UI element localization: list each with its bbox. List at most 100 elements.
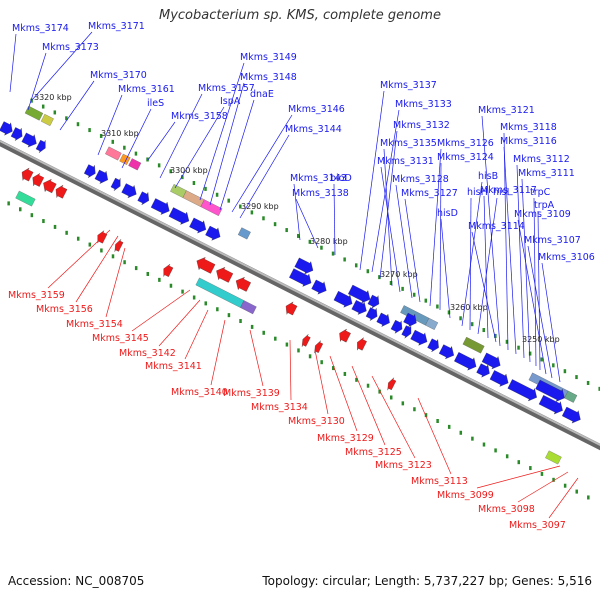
tick-dot [42, 219, 45, 224]
forward-gene-label[interactable]: hisH [467, 187, 488, 198]
forward-gene-label[interactable]: Mkms_3109 [514, 209, 571, 220]
reverse-gene-label[interactable]: Mkms_3139 [223, 388, 280, 399]
forward-leader-line [199, 62, 245, 201]
forward-gene-label[interactable]: Mkms_3161 [118, 84, 175, 95]
reverse-gene-label[interactable]: Mkms_3123 [375, 460, 432, 471]
forward-gene-label[interactable]: IspA [220, 96, 241, 107]
forward-gene-label[interactable]: Mkms_3138 [292, 188, 349, 199]
forward-gene-label[interactable]: Mkms_3128 [392, 174, 449, 185]
tick-dot [30, 213, 34, 218]
forward-gene-label[interactable]: Mkms_3114 [468, 221, 525, 232]
forward-gene-label[interactable]: dnaE [250, 89, 274, 100]
cog-block [237, 227, 251, 240]
forward-gene-label[interactable]: Mkms_3116 [500, 136, 557, 147]
tick-dot [76, 122, 80, 127]
tick-dot [227, 313, 231, 318]
forward-leader-line [517, 219, 547, 375]
tick-dot [528, 351, 532, 356]
cog-block [15, 190, 36, 207]
forward-gene-label[interactable]: Mkms_3121 [478, 105, 535, 116]
reverse-gene-label[interactable]: Mkms_3142 [119, 348, 176, 359]
kbp-tick-label: 3310 kbp [101, 129, 139, 138]
forward-leader-line [380, 166, 401, 293]
forward-gene [476, 363, 490, 378]
forward-leader-line [429, 148, 442, 307]
reverse-labels: Mkms_3159Mkms_3156Mkms_3154Mkms_3145Mkms… [8, 290, 566, 531]
forward-gene [454, 352, 477, 371]
forward-gene [189, 217, 207, 234]
forward-gene-label[interactable]: Mkms_3157 [198, 83, 255, 94]
forward-leader-line [477, 197, 498, 335]
forward-leader-line [295, 198, 319, 249]
reverse-gene-label[interactable]: Mkms_3113 [411, 476, 468, 487]
forward-gene-label[interactable]: Mkms_3174 [12, 23, 69, 34]
forward-gene-label[interactable]: hisD [437, 208, 458, 219]
forward-gene-label[interactable]: bioD [330, 173, 352, 184]
tick-dot [413, 407, 416, 412]
forward-gene [205, 225, 221, 241]
tick-dot [297, 348, 300, 353]
forward-gene [427, 338, 439, 353]
forward-gene-label[interactable]: Mkms_3149 [240, 52, 297, 63]
forward-leader-line [439, 162, 442, 311]
genes-layer [0, 121, 581, 424]
forward-gene-label[interactable]: Mkms_3126 [437, 138, 494, 149]
forward-gene-label[interactable]: trpC [530, 187, 551, 198]
forward-gene-label[interactable]: Mkms_3170 [90, 70, 147, 81]
reverse-gene-label[interactable]: Mkms_3129 [317, 433, 374, 444]
forward-gene-label[interactable]: Mkms_3133 [395, 99, 452, 110]
forward-gene-label[interactable]: Mkms_3112 [513, 154, 570, 165]
forward-gene-label[interactable]: Mkms_3137 [380, 80, 437, 91]
forward-gene-label[interactable]: Mkms_3173 [42, 42, 99, 53]
forward-gene-label[interactable]: Mkms_3106 [538, 252, 595, 263]
forward-gene-label[interactable]: trpA [534, 200, 555, 211]
forward-gene-label[interactable]: Mkms_3118 [500, 122, 557, 133]
forward-gene-label[interactable]: Mkms_3143 [290, 173, 347, 184]
reverse-gene [235, 276, 251, 292]
forward-gene-label[interactable]: Mkms_3171 [88, 21, 145, 32]
forward-gene-label[interactable]: Mkms_3132 [393, 120, 450, 131]
forward-gene-label[interactable]: Mkms_3107 [524, 235, 581, 246]
cog-block [128, 158, 142, 171]
forward-gene-label[interactable]: Mkms_3117 [480, 185, 537, 196]
reverse-gene-label[interactable]: Mkms_3145 [92, 333, 149, 344]
tick-dot [332, 366, 335, 371]
forward-gene-label[interactable]: Mkms_3146 [288, 104, 345, 115]
reverse-gene-label[interactable]: Mkms_3134 [251, 402, 308, 413]
reverse-gene-label[interactable]: Mkms_3130 [288, 416, 345, 427]
reverse-gene-label[interactable]: Mkms_3156 [36, 304, 93, 315]
forward-gene-label[interactable]: Mkms_3158 [171, 111, 228, 122]
reverse-leader-line [371, 375, 416, 459]
forward-gene-label[interactable]: Mkms_3127 [401, 188, 458, 199]
reverse-leader-line [351, 365, 386, 446]
reverse-gene-label[interactable]: Mkms_3154 [66, 319, 123, 330]
forward-leader-line [521, 178, 531, 363]
cog-block [105, 146, 122, 161]
tick-dot [482, 442, 486, 447]
reverse-gene-label[interactable]: Mkms_3097 [509, 520, 566, 531]
forward-gene-label[interactable]: hisI [493, 187, 509, 198]
tick-dot [412, 292, 416, 297]
tick-dot [529, 466, 532, 471]
forward-gene-label[interactable]: Mkms_3131 [377, 156, 434, 167]
reverse-gene-label[interactable]: Mkms_3159 [8, 290, 65, 301]
cog-block [545, 450, 562, 465]
reverse-gene-label[interactable]: Mkms_3099 [437, 490, 494, 501]
tick-dot [285, 228, 288, 233]
forward-gene-label[interactable]: hisB [478, 171, 498, 182]
reverse-gene-label[interactable]: Mkms_3140 [171, 387, 228, 398]
forward-gene-label[interactable]: Mkms_3135 [380, 138, 437, 149]
reverse-gene-label[interactable]: Mkms_3125 [345, 447, 402, 458]
forward-gene-label[interactable]: Mkms_3144 [285, 124, 342, 135]
forward-gene-label[interactable]: Mkms_3111 [518, 168, 575, 179]
reverse-gene [301, 334, 311, 347]
forward-gene-label[interactable]: Mkms_3148 [240, 72, 297, 83]
tick-dot [204, 186, 207, 191]
reverse-gene-label[interactable]: Mkms_3098 [478, 504, 535, 515]
forward-gene-label[interactable]: Mkms_3124 [437, 152, 494, 163]
reverse-leader-line [476, 465, 561, 489]
forward-gene-label[interactable]: ileS [147, 98, 164, 109]
reverse-gene-label[interactable]: Mkms_3141 [145, 361, 202, 372]
